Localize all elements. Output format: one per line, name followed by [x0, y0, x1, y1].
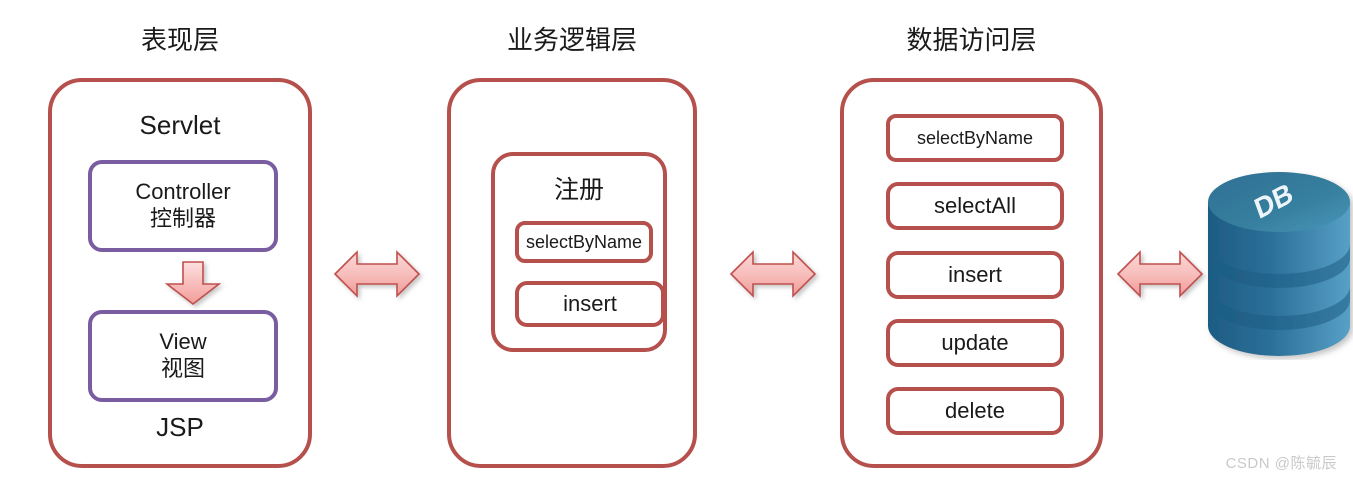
dao-method-insert[interactable]: insert — [886, 251, 1064, 299]
dao-method-selectbyname[interactable]: selectByName — [886, 114, 1064, 162]
column-header-data-access: 数据访问层 — [906, 25, 1037, 55]
servlet-label: Servlet — [139, 110, 221, 140]
connector-presentation-business — [333, 246, 421, 302]
controller-label-zh: 控制器 — [149, 206, 216, 231]
business-layer-panel[interactable]: 注册 selectByName insert — [447, 78, 697, 468]
controller-label-en: Controller — [135, 179, 231, 205]
service-group-title: 注册 — [553, 176, 604, 204]
database-cylinder-icon[interactable]: DB — [1204, 168, 1353, 360]
view-box[interactable]: View 视图 — [88, 310, 278, 402]
presentation-layer-panel[interactable]: Servlet Controller 控制器 — [48, 78, 312, 468]
business-method-selectbyname[interactable]: selectByName — [515, 221, 653, 263]
column-header-presentation: 表现层 — [140, 25, 219, 55]
connector-business-dataaccess — [729, 246, 817, 302]
controller-box[interactable]: Controller 控制器 — [88, 160, 278, 252]
jsp-label: JSP — [156, 412, 204, 442]
dao-method-update[interactable]: update — [886, 319, 1064, 367]
dao-method-delete[interactable]: delete — [886, 387, 1064, 435]
data-access-layer-panel[interactable]: selectByName selectAll insert update del… — [840, 78, 1103, 468]
view-label-zh: 视图 — [160, 356, 205, 381]
down-arrow-icon — [162, 260, 224, 306]
dao-method-selectall[interactable]: selectAll — [886, 182, 1064, 230]
business-method-insert[interactable]: insert — [515, 281, 665, 327]
view-label-en: View — [159, 329, 207, 355]
csdn-watermark: CSDN @陈毓辰 — [1225, 455, 1337, 472]
connector-dataaccess-database — [1116, 246, 1204, 302]
service-group-register[interactable]: 注册 selectByName insert — [491, 152, 667, 352]
column-header-business: 业务逻辑层 — [506, 25, 637, 55]
